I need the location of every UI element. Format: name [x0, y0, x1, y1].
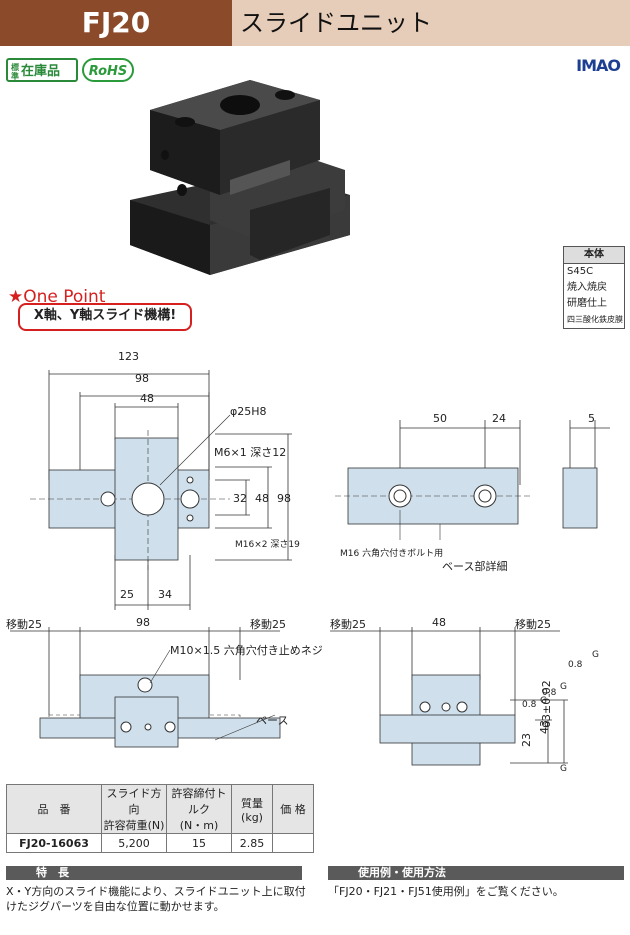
cell-torque: 15 [166, 833, 232, 853]
features-text: X・Y方向のスライド機能により、スライドユニット上に取付 けたジグパーツを自由な… [6, 884, 306, 914]
grind-mark-label: G [560, 764, 567, 774]
features-line: X・Y方向のスライド機能により、スライドユニット上に取付 [6, 885, 306, 898]
move-left-label: 移動25 [6, 618, 42, 631]
col-load-l2: 許容荷重(N) [103, 819, 165, 832]
grind-mark-label: G [592, 650, 599, 660]
features-line: けたジグパーツを自由な位置に動かせます。 [6, 900, 225, 913]
dim-50: 50 [433, 412, 447, 425]
dim-43: 43 [538, 720, 551, 734]
one-point-title: ★One Point [8, 287, 106, 307]
product-name-header: スライドユニット [232, 0, 630, 46]
base-detail-drawing [335, 420, 610, 540]
bolt-label: M16 六角穴付きボルト用 [340, 549, 444, 559]
top-view-drawing [30, 370, 292, 610]
cell-mass: 2.85 [231, 833, 273, 853]
surface-mark-label: 0.8 [522, 700, 537, 710]
product-photo [130, 80, 350, 275]
spec-table: 品 番 スライド方向許容荷重(N) 許容締付トルク (N・m) 質量(kg) 価 … [6, 784, 314, 853]
dim-48-bottom: 48 [432, 616, 446, 629]
col-code: 品 番 [6, 784, 102, 834]
col-mass: 質量(kg) [231, 784, 273, 834]
rohs-badge: RoHS [82, 58, 134, 82]
usage-title: 使用例・使用方法 [328, 866, 624, 880]
product-code-header: FJ20 [0, 0, 232, 46]
surface-mark-label: 0.8 [568, 660, 583, 670]
dim-98-bottom: 98 [136, 616, 150, 629]
usage-text: 「FJ20・FJ21・FJ51使用例」をご覧ください。 [328, 885, 564, 898]
move-left-label-2: 移動25 [330, 618, 366, 631]
dim-23: 23 [520, 733, 533, 747]
col-load: スライド方向許容荷重(N) [101, 784, 167, 834]
table-header-row: 品 番 スライド方向許容荷重(N) 許容締付トルク (N・m) 質量(kg) 価 … [6, 784, 314, 834]
col-load-l1: スライド方向 [106, 787, 162, 816]
cell-price [272, 833, 314, 853]
table-row: FJ20-16063 5,200 15 2.85 [6, 833, 314, 853]
col-torque: 許容締付トルク (N・m) [166, 784, 232, 834]
dim-25: 25 [120, 588, 134, 601]
material-spec-box: 本体 S45C 焼入焼戻 研磨仕上 四三酸化鉄皮膜 [563, 246, 625, 329]
stock-badge: 標準在庫品 [6, 58, 78, 82]
base-label: ベース [256, 714, 289, 727]
side-view-drawing [330, 627, 568, 766]
phi-label: φ25H8 [230, 405, 267, 418]
dim-5: 5 [588, 412, 595, 425]
base-detail-label: ベース部詳細 [442, 560, 508, 573]
col-torque-l2: (N・m) [179, 819, 219, 832]
grind-mark-label: G [560, 682, 567, 692]
grind-mark-label: G [540, 696, 547, 706]
dim-24: 24 [492, 412, 506, 425]
col-torque-l1: 許容締付トルク [171, 787, 227, 816]
move-right-label-2: 移動25 [515, 618, 551, 631]
cell-load: 5,200 [101, 833, 167, 853]
cell-code: FJ20-16063 [6, 833, 102, 853]
dim-98: 98 [135, 372, 149, 385]
col-mass-l2: (kg) [241, 810, 263, 824]
tap-m6-label: M6×1 深さ12 [214, 446, 287, 459]
dim-34: 34 [158, 588, 172, 601]
one-point-text: X軸、Y軸スライド機構! [18, 303, 192, 331]
material-line: S45C [567, 266, 594, 277]
dim-98v: 98 [277, 492, 291, 505]
features-title: 特 長 [6, 866, 302, 880]
front-view-drawing [10, 627, 281, 748]
dim-123: 123 [118, 350, 139, 363]
dim-48v: 48 [255, 492, 269, 505]
tap-m16-label: M16×2 深さ19 [235, 540, 300, 550]
stock-label: 在庫品 [21, 64, 61, 79]
material-line: 四三酸化鉄皮膜 [567, 315, 623, 324]
material-line: 研磨仕上 [567, 298, 607, 309]
move-right-label: 移動25 [250, 618, 286, 631]
material-title: 本体 [564, 247, 624, 264]
dim-48: 48 [140, 392, 154, 405]
material-line: 焼入焼戻 [567, 282, 607, 293]
set-screw-label: M10×1.5 六角穴付き止めネジ [170, 644, 323, 657]
standard-small-label: 標準 [11, 62, 19, 81]
brand-logo: IMAO [576, 56, 621, 75]
col-mass-l1: 質量 [241, 796, 263, 810]
surface-mark-label: 0.8 [542, 688, 557, 698]
col-price: 価 格 [272, 784, 314, 834]
dim-32: 32 [233, 492, 247, 505]
